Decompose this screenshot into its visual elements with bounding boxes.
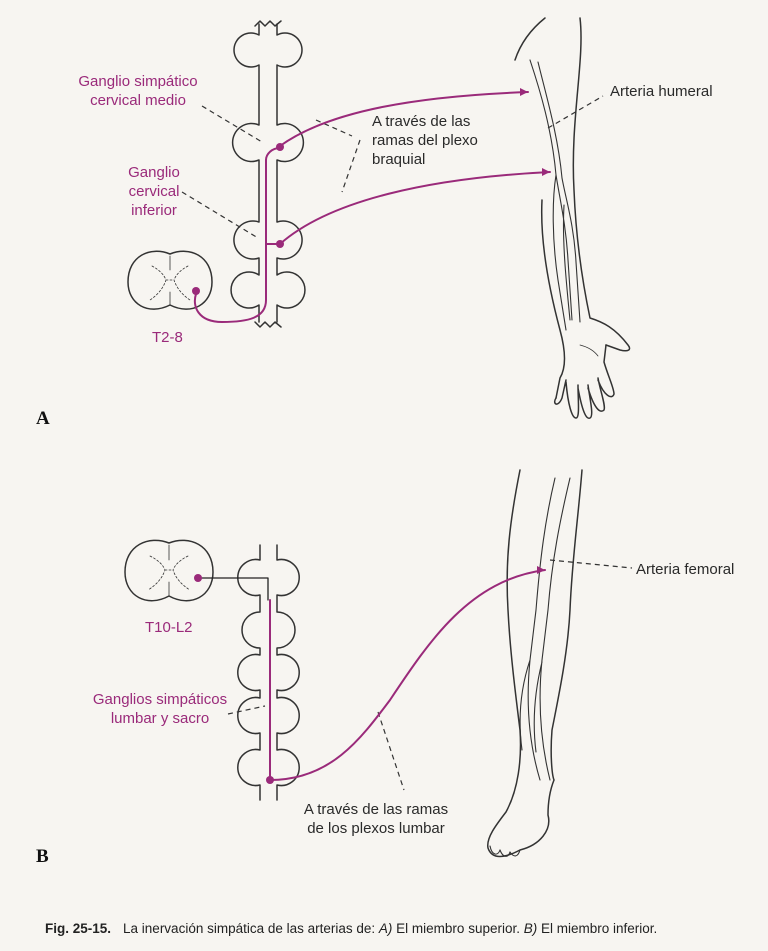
hand-outline — [553, 344, 615, 419]
vasomotor-ending-femoral — [537, 566, 545, 574]
ganglion-synapse-lumbar — [266, 776, 274, 784]
sympathetic-chain-b — [237, 544, 300, 801]
leader-arteria-femoral — [549, 559, 633, 569]
chain-a-cut-top — [254, 20, 282, 27]
label-line: inferior — [131, 202, 177, 219]
leader-ganglio-inferior — [181, 191, 259, 239]
figure-number: Fig. 25-15. — [45, 921, 112, 936]
postganglionic-fiber-upper — [279, 91, 529, 147]
leader-plexo-braquial-2 — [341, 139, 361, 193]
caption-text: El miembro inferior. — [537, 921, 658, 936]
leg-artery — [519, 477, 571, 781]
label-line: A través de las — [372, 113, 471, 130]
label-segment-t2-8: T2-8 — [152, 329, 183, 346]
grey-matter-b — [147, 555, 191, 591]
label-ganglio-cervical-inferior: Ganglio cervical inferior — [104, 163, 204, 220]
leader-plexos-lumbar — [377, 711, 405, 791]
label-via-plexos-lumbar: A través de las ramas de los plexos lumb… — [286, 800, 466, 838]
figure-caption: Fig. 25-15. La inervación simpática de la… — [45, 921, 657, 936]
sympathetic-chain-a — [230, 23, 306, 323]
label-line: Ganglios simpáticos — [92, 691, 228, 708]
caption-text: La inervación simpática de las arterias … — [123, 921, 379, 936]
label-segment-t10-l2: T10-L2 — [145, 619, 193, 636]
label-line: ramas del plexo — [372, 132, 478, 149]
label-ganglios-lumbar-sacro: Ganglios simpáticos lumbar y sacro — [80, 690, 240, 728]
palm-crease — [579, 344, 599, 357]
panel-letter-b: B — [36, 846, 49, 867]
label-arteria-femoral: Arteria femoral — [636, 561, 735, 578]
toes — [489, 845, 521, 857]
postganglionic-fiber-lower — [279, 171, 551, 245]
postganglionic-fiber-b — [269, 569, 546, 781]
label-line: cervical — [128, 183, 180, 200]
label-ganglio-cervical-medio: Ganglio simpático cervical medio — [58, 72, 218, 110]
leader-ganglios-lumbar — [227, 705, 266, 715]
label-line: Ganglio — [128, 164, 180, 181]
arm-artery — [529, 59, 581, 331]
label-line: Ganglio simpático — [78, 73, 198, 90]
caption-part-b: B) — [523, 921, 538, 936]
leader-ganglio-medio — [201, 105, 263, 143]
leader-arteria-humeral — [547, 95, 604, 129]
vasomotor-ending-humeral — [520, 88, 528, 96]
preganglionic-link-b — [197, 577, 269, 601]
chain-a-cut-bottom — [254, 321, 282, 328]
leader-plexo-braquial-1 — [315, 119, 353, 137]
cell-body-t2-8 — [192, 287, 200, 295]
caption-text: El miembro superior. — [392, 921, 524, 936]
label-via-plexo-braquial: A través de las ramas del plexo braquial — [372, 112, 478, 169]
leg-outline — [487, 469, 583, 858]
ganglion-synapse-medio — [276, 143, 284, 151]
label-arteria-humeral: Arteria humeral — [610, 83, 713, 100]
label-line: braquial — [372, 151, 426, 168]
preganglionic-fiber-a — [193, 147, 281, 324]
label-line: lumbar y sacro — [110, 710, 210, 727]
caption-part-a: A) — [378, 921, 393, 936]
panel-letter-a: A — [36, 408, 50, 429]
fiber-chain-branch — [265, 159, 281, 245]
ganglion-synapse-inferior — [276, 240, 284, 248]
vasomotor-ending-brachial — [542, 168, 550, 176]
grey-matter-a — [149, 265, 191, 301]
label-line: cervical medio — [90, 92, 186, 109]
arm-outline — [514, 17, 631, 399]
label-line: A través de las ramas — [303, 801, 449, 818]
cell-body-t10-l2 — [194, 574, 202, 582]
label-line: de los plexos lumbar — [307, 820, 445, 837]
